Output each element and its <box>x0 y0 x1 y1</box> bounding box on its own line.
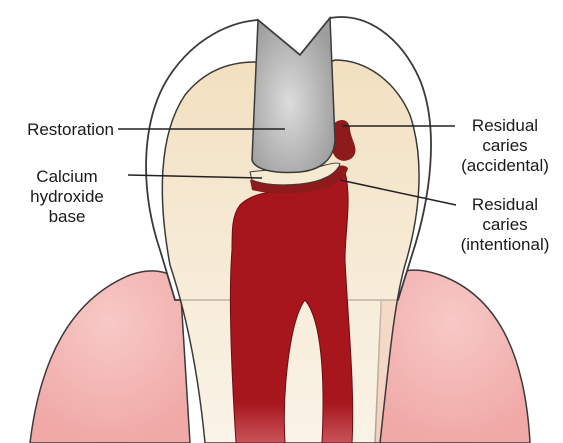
label-calcium-line2: hydroxide <box>30 187 104 206</box>
label-intentional-line1: Residual <box>472 195 538 214</box>
label-restoration: Restoration <box>27 120 114 139</box>
restoration-filling <box>252 18 335 173</box>
label-accidental-line3: (accidental) <box>461 156 549 175</box>
label-calcium-line3: base <box>49 207 86 226</box>
label-intentional-line3: (intentional) <box>461 235 550 254</box>
label-accidental-line2: caries <box>482 136 527 155</box>
label-accidental-line1: Residual <box>472 116 538 135</box>
gum-left <box>30 271 190 443</box>
label-intentional-line2: caries <box>482 215 527 234</box>
label-calcium-line1: Calcium <box>36 167 97 186</box>
